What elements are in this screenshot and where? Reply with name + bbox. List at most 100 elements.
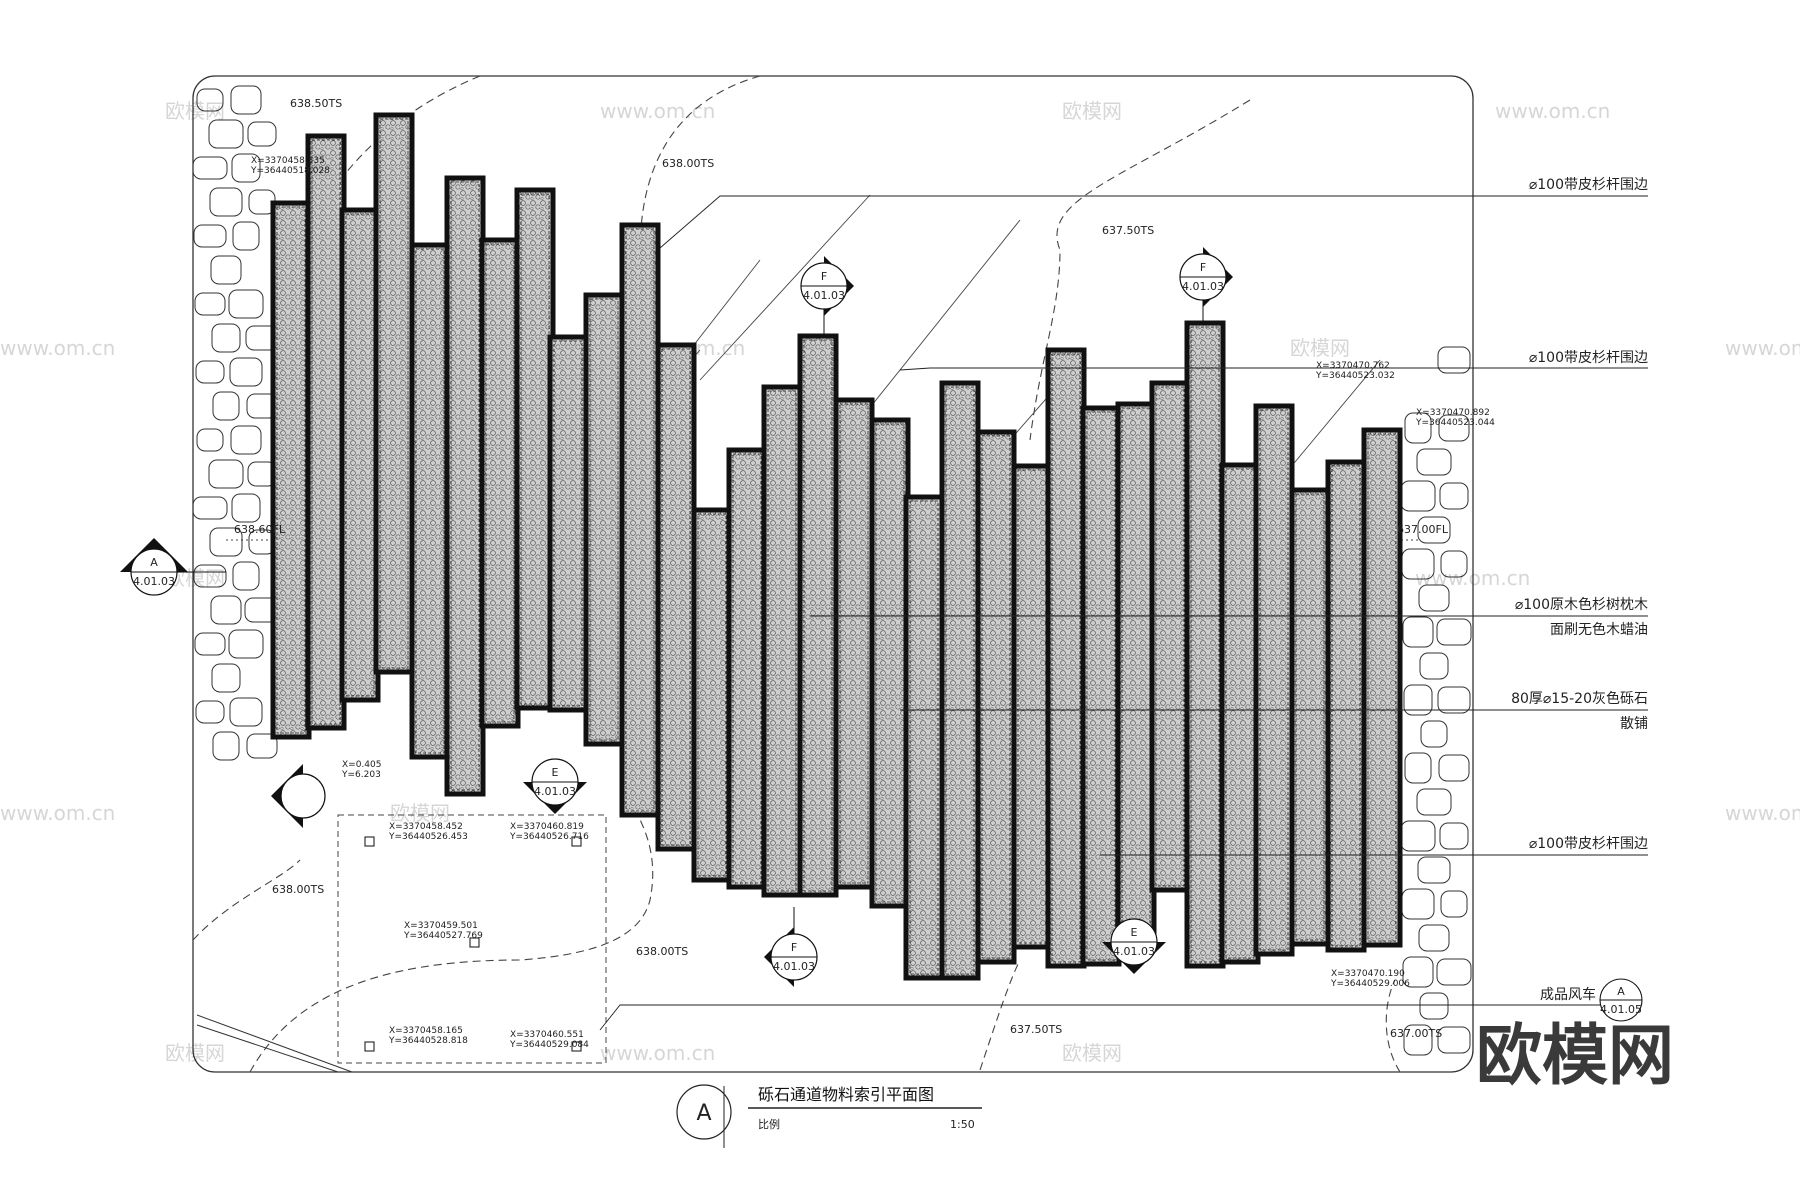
strip-body bbox=[305, 133, 347, 731]
coord-x: X=3370470.892 bbox=[1416, 408, 1490, 418]
paving-stone bbox=[210, 255, 242, 285]
survey-point bbox=[571, 1041, 582, 1052]
strip-body bbox=[1289, 487, 1331, 947]
watermark-text: www.om.cn bbox=[0, 801, 115, 825]
sleeper-strip bbox=[339, 207, 381, 703]
strip-body bbox=[1325, 459, 1367, 953]
strip-body bbox=[975, 429, 1017, 965]
coord-y: Y=36440529.084 bbox=[509, 1040, 589, 1050]
svg-text:4.01.03: 4.01.03 bbox=[534, 785, 576, 798]
construction-line bbox=[859, 219, 1021, 421]
section-marker-f-2: F 4.01.03 bbox=[1179, 247, 1233, 322]
strip-body bbox=[479, 237, 521, 729]
paving-stone bbox=[230, 425, 262, 455]
coord-x: X=0.405 bbox=[342, 760, 381, 770]
strip-body bbox=[619, 222, 661, 818]
coord-y: Y=36440526.453 bbox=[388, 832, 468, 842]
strip-edge bbox=[1367, 433, 1397, 942]
paving-stone bbox=[1436, 618, 1472, 646]
paving-stone bbox=[228, 629, 264, 659]
paving-stone bbox=[1439, 822, 1469, 850]
paving-stone bbox=[1418, 924, 1450, 952]
coord-y: Y=36440526.716 bbox=[509, 832, 589, 842]
watermark-text: 欧模网 bbox=[390, 801, 450, 825]
svg-text:4.01.05: 4.01.05 bbox=[1600, 1003, 1642, 1016]
paving-stone bbox=[1400, 480, 1436, 512]
svg-text:A: A bbox=[150, 556, 158, 569]
coord-x: X=3370458.452 bbox=[389, 822, 463, 832]
edge-lines bbox=[196, 1014, 353, 1073]
strip-edge bbox=[379, 118, 409, 669]
contour-line bbox=[639, 75, 761, 261]
strip-edge bbox=[553, 340, 583, 707]
strip-body bbox=[339, 207, 381, 703]
coord-y: Y=36440523.044 bbox=[1415, 418, 1495, 428]
elevation-label: 637.00TS bbox=[1390, 1027, 1442, 1040]
sleeper-strip bbox=[1149, 380, 1191, 893]
paving-stone bbox=[1439, 482, 1469, 510]
sleeper-strip bbox=[1011, 463, 1053, 950]
sleeper-strip bbox=[514, 187, 556, 711]
paving-stone bbox=[195, 700, 225, 724]
paving-stone bbox=[1401, 888, 1435, 920]
coord-y: Y=6.203 bbox=[341, 770, 381, 780]
callout-labels: ⌀100带皮杉杆围边 ⌀100带皮杉杆围边 ⌀100原木色杉树枕木 面刷无色木蜡… bbox=[1511, 177, 1648, 1003]
sleeper-strip bbox=[1289, 487, 1331, 947]
sleeper-strip bbox=[444, 175, 486, 797]
sleeper-strip bbox=[1184, 320, 1226, 969]
strip-edge bbox=[839, 403, 869, 884]
paving-stone bbox=[1416, 448, 1452, 476]
watermark-text: www.om.cn bbox=[0, 336, 115, 360]
strip-edge bbox=[1190, 326, 1220, 963]
survey-point-markers bbox=[364, 836, 582, 1052]
strip-edge bbox=[1051, 353, 1081, 963]
survey-point bbox=[364, 1041, 375, 1052]
svg-text:4.01.03: 4.01.03 bbox=[803, 289, 845, 302]
coord-y: Y=36440527.769 bbox=[403, 931, 483, 941]
sleeper-strip bbox=[1045, 347, 1087, 969]
sleeper-strip bbox=[270, 200, 312, 740]
contour-lines bbox=[192, 75, 1401, 1073]
paving-stone bbox=[193, 564, 227, 588]
section-marker-circle-left bbox=[271, 764, 326, 828]
strip-body bbox=[514, 187, 556, 711]
paving-stone bbox=[247, 121, 277, 147]
paving-stone bbox=[210, 595, 242, 625]
callout-label: 80厚⌀15-20灰色砾石 bbox=[1511, 690, 1648, 707]
svg-text:4.01.03: 4.01.03 bbox=[133, 575, 175, 588]
strip-edge bbox=[589, 298, 619, 741]
paving-stone bbox=[1440, 550, 1468, 578]
callout-label: 面刷无色木蜡油 bbox=[1550, 621, 1648, 638]
sleeper-strip bbox=[547, 334, 589, 713]
title-block: A 砾石通道物料索引平面图 比例 1:50 bbox=[676, 1084, 982, 1148]
sleeper-strip bbox=[583, 292, 625, 747]
strip-edge bbox=[276, 206, 306, 734]
paving-stone bbox=[196, 88, 224, 112]
paving-stone bbox=[231, 153, 261, 183]
paving-stone bbox=[1416, 788, 1452, 816]
strip-edge bbox=[415, 248, 445, 754]
strip-body bbox=[833, 397, 875, 890]
svg-text:E: E bbox=[552, 766, 559, 779]
sleeper-strip bbox=[797, 333, 839, 898]
strip-edge bbox=[450, 181, 480, 791]
brand-logo: 欧模网 bbox=[1476, 1017, 1674, 1094]
paving-stone bbox=[212, 391, 240, 421]
sleeper-strip bbox=[1253, 403, 1295, 957]
sleeper-strip bbox=[305, 133, 347, 731]
callout-label: ⌀100带皮杉杆围边 bbox=[1529, 177, 1648, 193]
coord-x: X=3370460.819 bbox=[510, 822, 584, 832]
strip-edge bbox=[945, 386, 975, 975]
sleeper-strip bbox=[975, 429, 1017, 965]
title-symbol bbox=[676, 1084, 732, 1140]
contour-line bbox=[1029, 99, 1251, 441]
paving-stone bbox=[196, 428, 224, 452]
paving-stone bbox=[228, 289, 264, 319]
svg-text:A: A bbox=[1617, 985, 1625, 998]
section-marker-f-1: F 4.01.03 bbox=[800, 256, 854, 338]
sleeper-strip bbox=[833, 397, 875, 890]
edge-line bbox=[196, 1024, 339, 1073]
contour-line bbox=[192, 859, 301, 941]
sleeper-strip bbox=[655, 342, 697, 852]
coord-x: X=3370458.335 bbox=[251, 156, 325, 166]
